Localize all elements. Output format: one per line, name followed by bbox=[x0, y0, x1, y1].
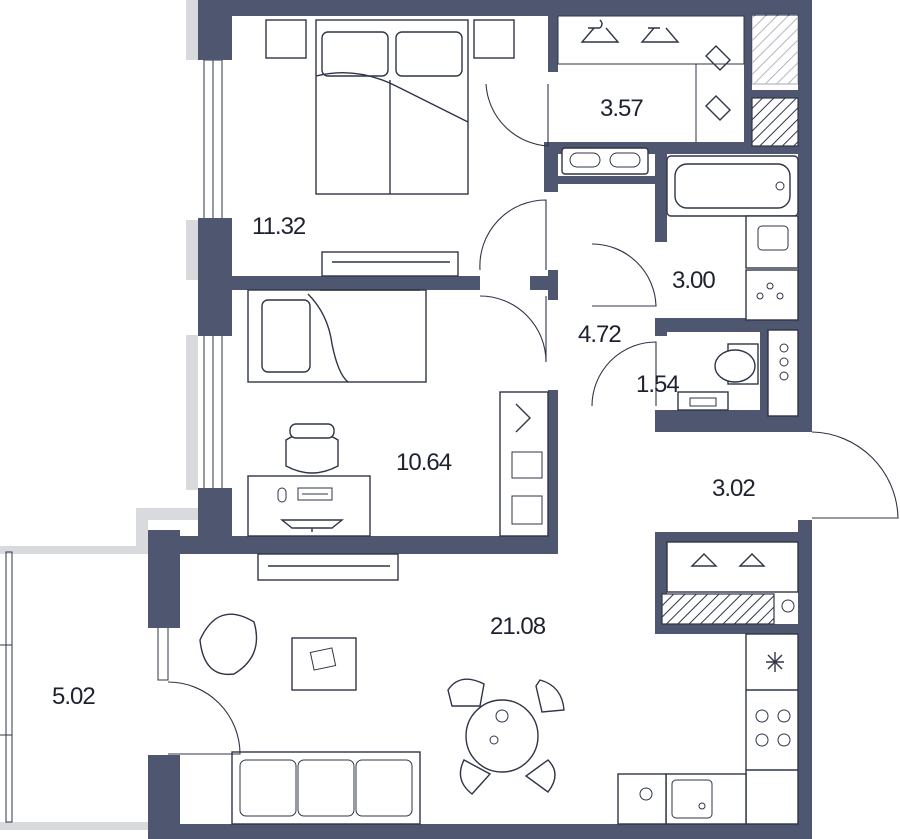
exterior-frame bbox=[0, 0, 198, 830]
washing-machine-icon bbox=[745, 269, 799, 321]
room-area-bedroom-2: 10.64 bbox=[396, 449, 452, 476]
monitor-icon bbox=[277, 487, 287, 503]
sink-icon bbox=[745, 215, 799, 269]
dining-table bbox=[465, 699, 539, 773]
sofa-icon bbox=[231, 751, 421, 825]
dishwasher bbox=[617, 773, 667, 825]
bathtub-icon bbox=[666, 155, 799, 217]
toilet-icon bbox=[714, 343, 759, 385]
room-area-wardrobe: 3.57 bbox=[600, 95, 643, 122]
room-area-balcony: 5.02 bbox=[52, 683, 95, 710]
room-area-living-kitchen: 21.08 bbox=[490, 613, 546, 640]
chair-icon bbox=[285, 423, 339, 474]
sink-icon bbox=[665, 773, 747, 825]
stove-icon bbox=[755, 709, 791, 747]
hallway-closet bbox=[661, 541, 799, 625]
coffee-table bbox=[291, 637, 357, 691]
room-area-toilet: 1.54 bbox=[636, 371, 679, 398]
desk bbox=[247, 475, 371, 537]
utility-shaft bbox=[767, 329, 799, 417]
room-area-corridor: 4.72 bbox=[578, 321, 621, 348]
bed-icon bbox=[247, 289, 427, 383]
tv-stand bbox=[257, 553, 399, 581]
wardrobe-room bbox=[557, 13, 799, 175]
hanger-icon bbox=[580, 19, 731, 121]
keyboard-icon bbox=[297, 487, 333, 501]
room-area-bathroom: 3.00 bbox=[672, 267, 715, 294]
sink-icon bbox=[677, 391, 729, 411]
doors bbox=[167, 83, 899, 755]
chair-icon bbox=[199, 613, 258, 676]
room-area-bedroom-1: 11.32 bbox=[252, 213, 306, 240]
tv-stand bbox=[321, 251, 459, 277]
chair-icon bbox=[447, 678, 565, 795]
bed-icon bbox=[265, 19, 515, 195]
closet bbox=[499, 391, 549, 537]
snowflake-icon bbox=[766, 652, 784, 672]
walls bbox=[148, 0, 812, 839]
area-labels: 11.32 10.64 3.57 3.00 4.72 1.54 3.02 21.… bbox=[52, 95, 756, 710]
room-area-hallway: 3.02 bbox=[712, 475, 755, 502]
